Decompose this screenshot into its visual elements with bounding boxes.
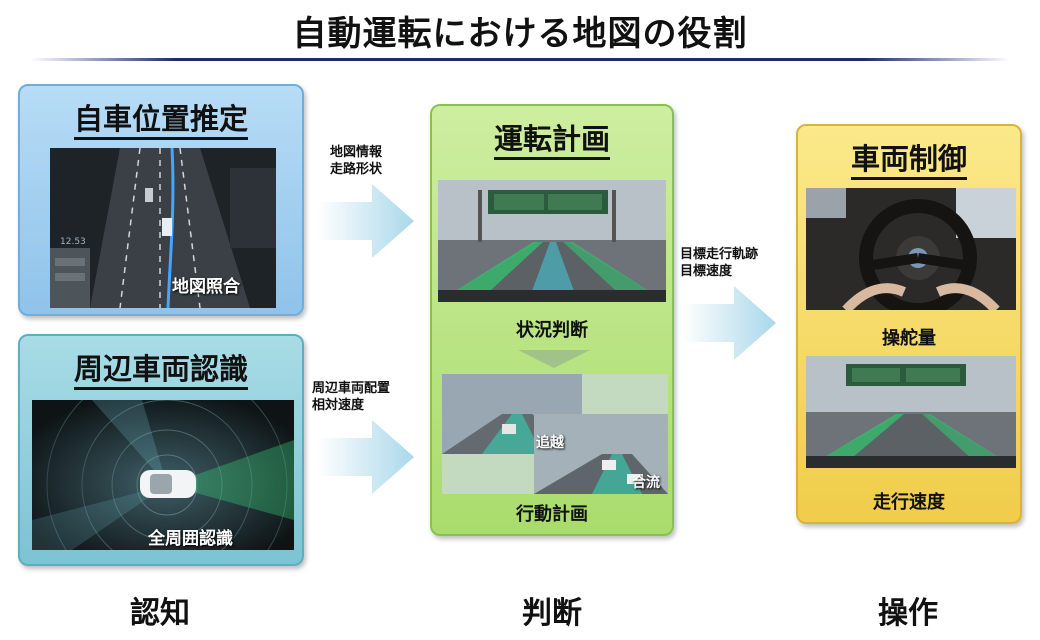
self-position-panel: 自車位置推定 12.53 地図照合 xyxy=(18,84,304,316)
map-matching-image: 12.53 xyxy=(50,148,276,308)
arrow-right-icon xyxy=(682,286,776,360)
road-view-image xyxy=(438,180,666,302)
stage-recognition: 認知 xyxy=(130,596,190,631)
driving-plan-title: 運転計画 xyxy=(432,116,672,160)
surrounding-info-text: 周辺車両配置 相対速度 xyxy=(312,381,391,413)
surrounding-panel: 周辺車両認識 全周囲認識 xyxy=(18,334,304,566)
self-position-title: 自車位置推定 xyxy=(20,96,302,140)
stage-operation: 操作 xyxy=(878,596,938,631)
map-info-text: 地図情報 走路形状 xyxy=(330,145,383,177)
vehicle-control-panel: 車両制御 操舵量 走行速度 xyxy=(796,124,1022,524)
stage-judgment: 判断 xyxy=(522,596,582,631)
action-plan-label: 行動計画 xyxy=(516,504,588,525)
steering-wheel-image xyxy=(806,188,1016,310)
svg-text:12.53: 12.53 xyxy=(60,237,86,247)
map-matching-label: 地図照合 xyxy=(172,277,240,297)
page-title: 自動運転における地図の役割 xyxy=(292,14,748,54)
surrounding-title: 周辺車両認識 xyxy=(20,346,302,390)
action-plan-image xyxy=(442,374,668,494)
situation-judgment-label: 状況判断 xyxy=(516,320,588,341)
vehicle-control-title: 車両制御 xyxy=(798,136,1020,180)
target-info-text: 目標走行軌跡 目標速度 xyxy=(680,247,759,279)
all-around-recognition-label: 全周囲認識 xyxy=(148,529,233,549)
title-divider xyxy=(30,58,1010,61)
road-view-small-image xyxy=(806,356,1016,468)
all-around-recognition-image xyxy=(32,400,294,550)
steering-amount-label: 操舵量 xyxy=(882,328,936,349)
arrow-right-icon xyxy=(318,420,414,494)
overtake-label: 追越 xyxy=(536,435,564,451)
driving-plan-panel: 運転計画 状況判断 xyxy=(430,104,674,536)
arrow-right-icon xyxy=(318,184,414,258)
travel-speed-label: 走行速度 xyxy=(873,492,945,513)
merge-label: 合流 xyxy=(632,475,660,491)
down-arrow-icon xyxy=(518,350,590,368)
